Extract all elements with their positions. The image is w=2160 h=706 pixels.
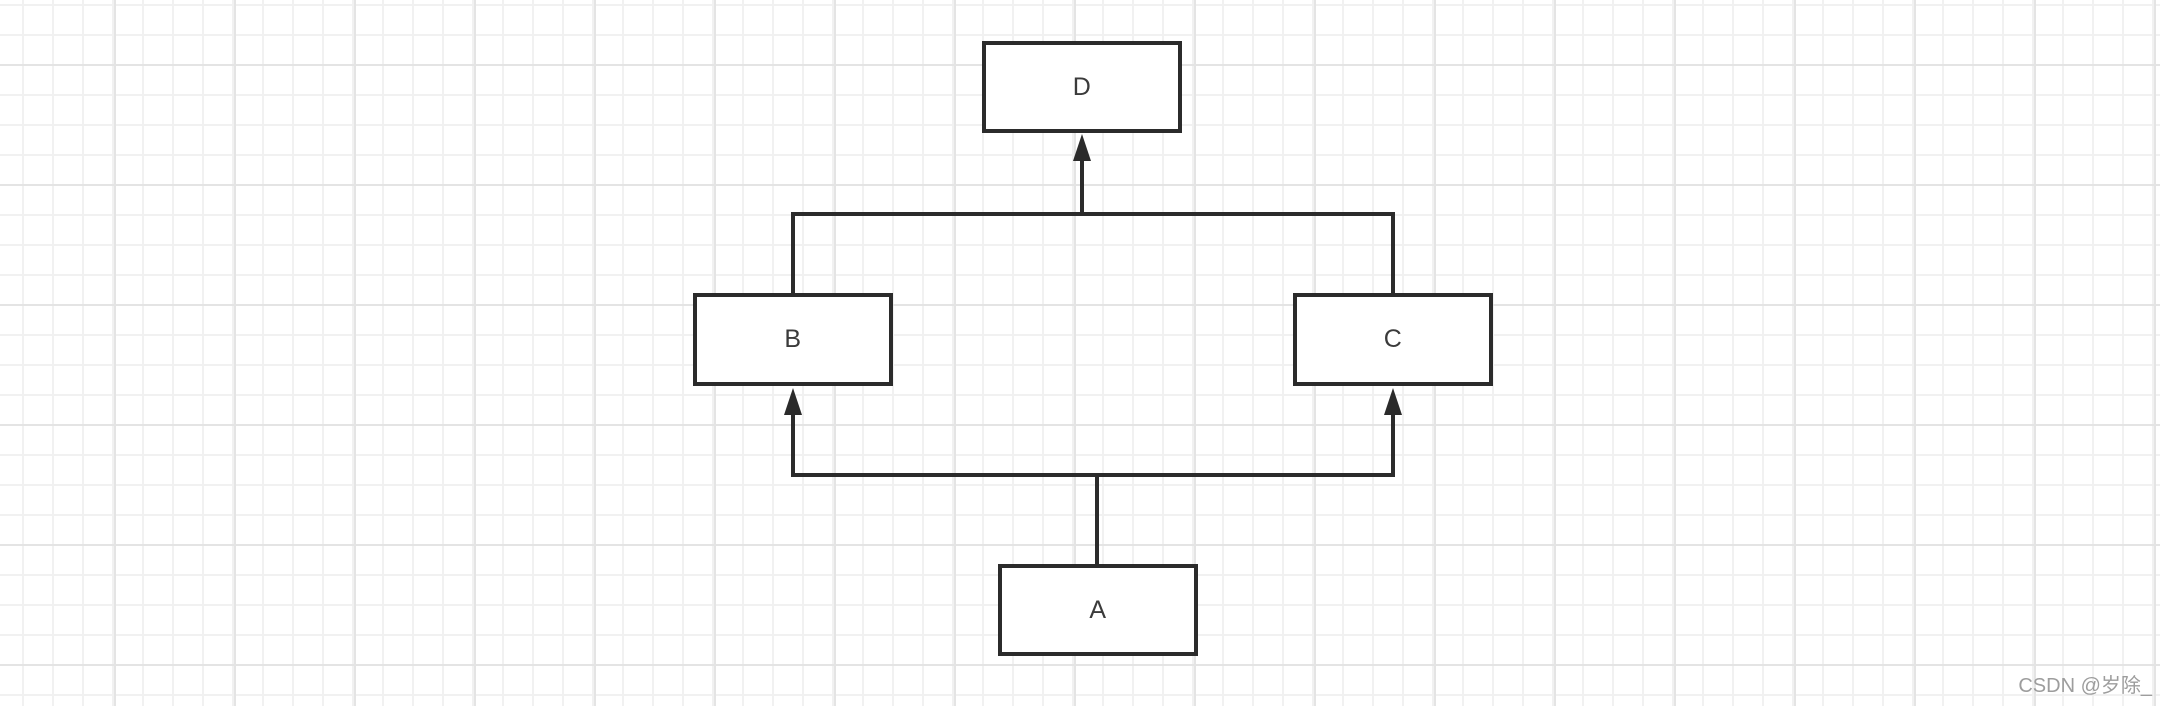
csdn-watermark: CSDN @岁除_ [2018, 675, 2152, 697]
node-c-label: C [1383, 325, 1403, 353]
node-a-label: A [1089, 595, 1107, 624]
node-d-label: D [1072, 72, 1092, 101]
node-b-label: B [784, 325, 802, 353]
node-c: C [1293, 293, 1493, 386]
node-a: A [998, 564, 1198, 656]
node-b: B [693, 293, 893, 386]
node-d: D [982, 41, 1182, 133]
